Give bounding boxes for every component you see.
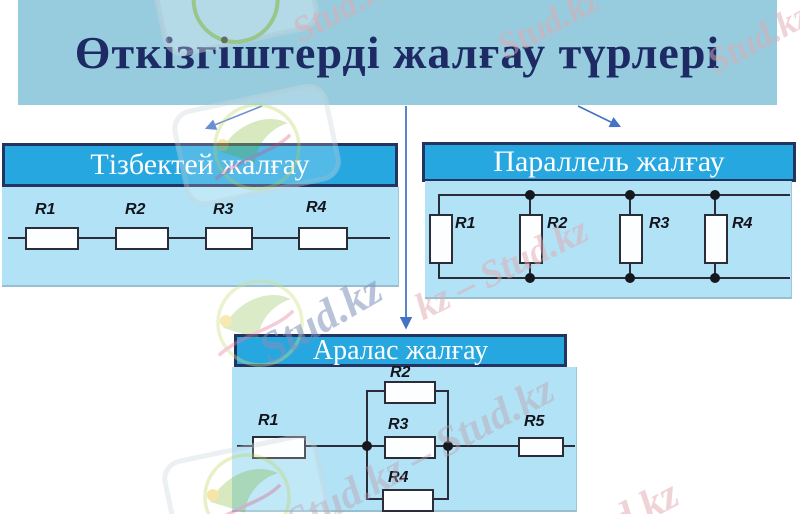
wire-stub: [529, 195, 531, 215]
resistor-label: R3: [388, 416, 409, 433]
parallel-resistor-1: [429, 214, 453, 264]
mixed-resistor-5: [518, 437, 564, 457]
title-banner: Өткізгіштерді жалғау түрлері: [18, 0, 777, 105]
mixed-resistor-2: [384, 381, 436, 404]
junction-dot: [625, 190, 635, 200]
parallel-resistor-2: [519, 214, 543, 264]
resistor-label: R1: [455, 215, 476, 232]
series-resistor-1: [25, 227, 79, 250]
wire-stub: [714, 195, 716, 215]
junction-dot: [362, 441, 372, 451]
wire-stub: [714, 260, 716, 279]
series-section-title: Тізбектей жалғау: [90, 148, 310, 181]
series-resistor-4: [298, 227, 348, 250]
wire-stub: [438, 194, 440, 216]
wire-stub: [629, 260, 631, 279]
junction-dot: [710, 273, 720, 283]
parallel-resistor-3: [619, 214, 643, 264]
resistor-label: R2: [125, 201, 146, 218]
page-title: Өткізгіштерді жалғау түрлері: [74, 27, 721, 78]
parallel-top-wire: [438, 194, 790, 196]
resistor-label: R2: [547, 215, 568, 232]
wire-stub: [438, 258, 440, 279]
arrow-to-series: [204, 105, 263, 130]
resistor-label: R3: [213, 201, 234, 218]
wire-stub: [529, 260, 531, 279]
series-resistor-3: [205, 227, 253, 250]
junction-dot: [525, 273, 535, 283]
resistor-label: R4: [306, 199, 327, 216]
resistor-label: R1: [258, 412, 279, 429]
parallel-section-title: Параллель жалғау: [493, 145, 725, 178]
resistor-label: R4: [732, 215, 753, 232]
resistor-label: R4: [388, 469, 409, 486]
parallel-bottom-wire: [438, 277, 790, 279]
resistor-label: R5: [524, 413, 545, 430]
parallel-section-panel: R1 R2 R3 R4: [425, 181, 792, 299]
wire-stub: [629, 195, 631, 215]
arrow-to-parallel: [577, 105, 622, 128]
mixed-section-panel: R1 R2 R3 R4 R5: [232, 364, 577, 512]
resistor-label: R1: [35, 201, 56, 218]
junction-dot: [625, 273, 635, 283]
series-main-wire: [8, 237, 390, 239]
junction-dot: [525, 190, 535, 200]
resistor-label: R3: [649, 215, 670, 232]
mixed-resistor-1: [252, 436, 306, 459]
mixed-resistor-4: [382, 489, 434, 512]
parallel-section-header: Параллель жалғау: [422, 142, 796, 182]
series-section-panel: R1 R2 R3 R4: [2, 187, 399, 287]
mixed-resistor-3: [384, 436, 436, 459]
series-section-header: Тізбектей жалғау: [2, 143, 398, 187]
mixed-section-header: Аралас жалғау: [234, 334, 567, 367]
junction-dot: [443, 441, 453, 451]
mixed-section-title: Аралас жалғау: [312, 334, 489, 366]
resistor-label: R2: [390, 364, 411, 381]
junction-dot: [710, 190, 720, 200]
parallel-resistor-4: [704, 214, 728, 264]
series-resistor-2: [115, 227, 169, 250]
